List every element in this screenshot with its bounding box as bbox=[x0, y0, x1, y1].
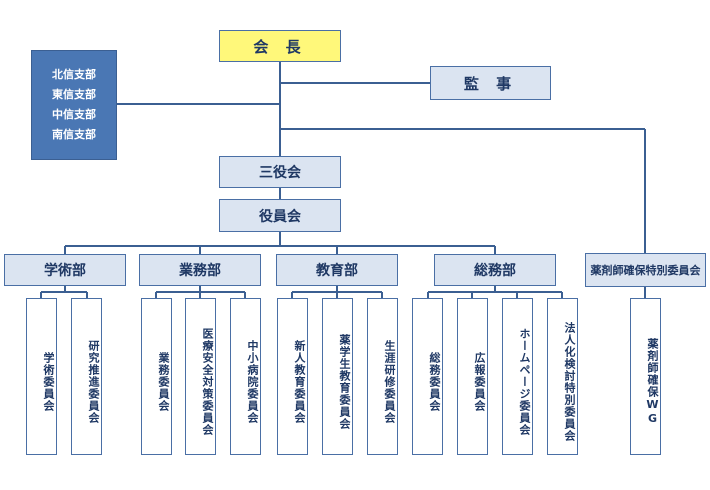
branch-label: 南信支部 bbox=[52, 128, 96, 141]
wg-box: 薬剤師確保WG bbox=[630, 298, 661, 455]
committee-box: 生涯研修委員会 bbox=[367, 298, 398, 455]
committee-box: 法人化検討特別委員会 bbox=[547, 298, 578, 455]
department-box: 教育部 bbox=[276, 254, 398, 286]
committee-box: 研究推進委員会 bbox=[71, 298, 102, 455]
chair-box: 会 長 bbox=[219, 30, 341, 62]
committee-box: 業務委員会 bbox=[141, 298, 172, 455]
branch-label: 東信支部 bbox=[52, 88, 96, 101]
branches-box: 北信支部 東信支部 中信支部 南信支部 bbox=[31, 50, 117, 160]
committee-box: 広報委員会 bbox=[457, 298, 488, 455]
department-box: 学術部 bbox=[4, 254, 126, 286]
sanyakukai-box: 三役会 bbox=[219, 156, 341, 188]
committee-box: 学術委員会 bbox=[26, 298, 57, 455]
department-box: 総務部 bbox=[434, 254, 556, 286]
branch-label: 北信支部 bbox=[52, 68, 96, 81]
committee-box: 新人教育委員会 bbox=[277, 298, 308, 455]
committee-box: 総務委員会 bbox=[412, 298, 443, 455]
special-committee-box: 薬剤師確保特別委員会 bbox=[585, 253, 706, 287]
committee-box: 中小病院委員会 bbox=[230, 298, 261, 455]
audit-box: 監 事 bbox=[430, 66, 551, 100]
branch-label: 中信支部 bbox=[52, 108, 96, 121]
committee-box: 医療安全対策委員会 bbox=[185, 298, 216, 455]
committee-box: 薬学生教育委員会 bbox=[322, 298, 353, 455]
yakuinkai-box: 役員会 bbox=[219, 199, 341, 232]
committee-box: ホームページ委員会 bbox=[502, 298, 533, 455]
department-box: 業務部 bbox=[139, 254, 261, 286]
